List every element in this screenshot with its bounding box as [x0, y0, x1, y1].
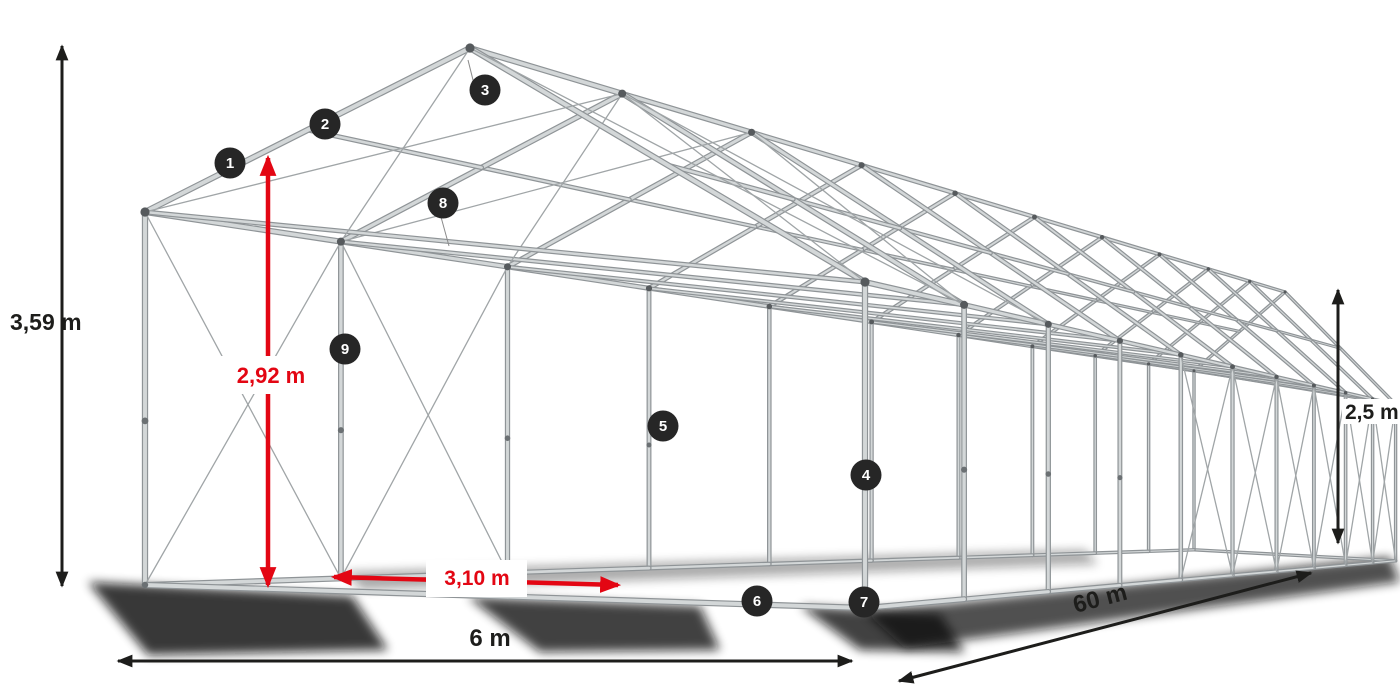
part-badge-9: 9: [329, 333, 361, 365]
part-badges: 1 2 3 4 5 6 7 8: [214, 59, 882, 618]
dimension-interior-height: 2,92 m: [221, 154, 321, 589]
part-badge-4: 4: [850, 459, 882, 491]
badge-circle: [427, 187, 459, 219]
badge-number: 5: [659, 418, 667, 435]
badge-number: 4: [862, 467, 871, 484]
dimension-annotations: 3,59 m 2,5 m 6 m 60 m 2,92 m 3,10 m: [10, 44, 1400, 684]
part-badge-1: 1: [214, 147, 246, 179]
dimension-width: 6 m: [116, 625, 854, 668]
badge-circle: [469, 74, 501, 106]
part-badge-2: 2: [309, 108, 341, 140]
passage-width-label-bg: [426, 560, 527, 597]
interior-height-label-bg: [221, 356, 321, 394]
side-height-label: 2,5 m: [1345, 401, 1399, 424]
badge-number: 8: [439, 195, 447, 212]
badge-number: 6: [753, 593, 761, 610]
part-badge-7: 7: [848, 586, 880, 618]
badge-number: 1: [226, 155, 234, 172]
badge-circle: [850, 459, 882, 491]
badge-circle: [741, 585, 773, 617]
badge-circle: [647, 410, 679, 442]
badge-circle: [848, 586, 880, 618]
badge-circle: [309, 108, 341, 140]
badge-number: 2: [321, 116, 329, 133]
badge-number: 9: [341, 341, 349, 358]
dimension-length: 60 m: [897, 570, 1313, 684]
badge-number: 3: [481, 82, 489, 99]
badge-8-leader-line: [440, 216, 450, 247]
badge-circle: [214, 147, 246, 179]
part-badge-5: 5: [647, 410, 679, 442]
badge-number: 7: [860, 594, 868, 611]
total-height-label: 3,59 m: [10, 309, 82, 335]
dimension-side-height: 2,5 m: [1331, 288, 1400, 545]
side-height-label-bg: [1342, 399, 1400, 424]
tent-frame: [140, 43, 1398, 612]
part-badge-6: 6: [741, 585, 773, 617]
length-arrow: [897, 570, 1313, 684]
part-badge-8: 8: [427, 187, 459, 219]
badge-circle: [329, 333, 361, 365]
passage-width-label: 3,10 m: [444, 567, 509, 590]
dimension-total-height: 3,59 m: [10, 44, 82, 588]
dimension-passage-width: 3,10 m: [330, 560, 622, 597]
width-label: 6 m: [469, 625, 510, 652]
interior-height-label: 2,92 m: [237, 363, 306, 388]
part-badge-3: 3: [469, 74, 501, 106]
